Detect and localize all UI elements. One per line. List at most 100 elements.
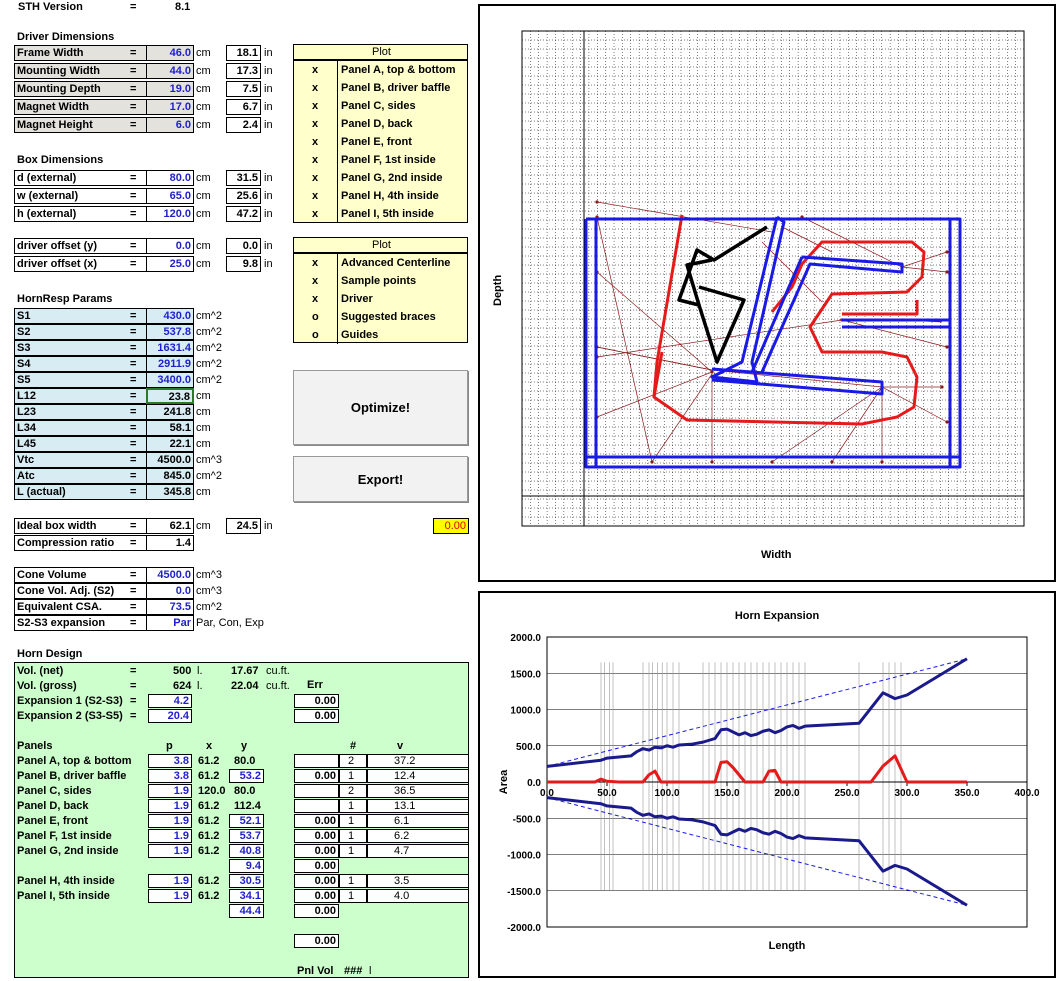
plot-option-mark[interactable]: o — [312, 329, 319, 341]
hornresp-row-value[interactable]: 4500.0 — [146, 452, 194, 468]
plot-option-mark[interactable]: x — [312, 172, 319, 184]
plot-option-mark[interactable]: x — [312, 154, 319, 166]
driver-row-value[interactable]: 19.0 — [146, 81, 194, 97]
panel-y[interactable]: 30.5 — [229, 874, 264, 888]
export-button[interactable]: Export! — [293, 456, 468, 502]
hornresp-row-value[interactable]: 430.0 — [146, 308, 194, 324]
panel-err: 0.00 — [294, 814, 339, 828]
offset-row-eq: = — [130, 240, 137, 252]
panel-p[interactable]: 1.9 — [148, 874, 192, 888]
plot-option-mark[interactable]: x — [312, 275, 319, 287]
panel-p[interactable]: 1.9 — [148, 844, 192, 858]
plot-option-mark[interactable]: x — [312, 190, 319, 202]
offset-row-value[interactable]: 25.0 — [146, 256, 194, 272]
plot-option-mark[interactable]: x — [312, 82, 319, 94]
hornresp-row-value[interactable]: 22.1 — [146, 436, 194, 452]
cone-row-value[interactable]: Par — [146, 615, 194, 631]
extra2-y[interactable]: 44.4 — [229, 904, 264, 918]
panel-p[interactable]: 1.9 — [148, 799, 192, 813]
hornresp-row-value[interactable]: 58.1 — [146, 420, 194, 436]
panel-p[interactable]: 1.9 — [148, 784, 192, 798]
sample-point — [830, 460, 834, 464]
sample-line — [596, 201, 773, 233]
exp2-value[interactable]: 20.4 — [148, 709, 192, 723]
panel-p[interactable]: 3.8 — [148, 754, 192, 768]
plot-option-mark[interactable]: x — [312, 118, 319, 130]
panel-p[interactable]: 1.9 — [148, 889, 192, 903]
box-row-value[interactable]: 120.0 — [146, 206, 194, 222]
hornresp-row-eq: = — [130, 390, 137, 402]
hornresp-row-eq: = — [130, 470, 137, 482]
panel-y[interactable]: 34.1 — [229, 889, 264, 903]
hornresp-row-unit: cm — [196, 438, 211, 450]
extra-err: 0.00 — [294, 859, 339, 873]
cone-row-value[interactable]: 73.5 — [146, 599, 194, 615]
y-tick-label: -2000.0 — [507, 923, 541, 934]
exp2-err: 0.00 — [294, 709, 339, 723]
panel-p[interactable]: 1.9 — [148, 829, 192, 843]
plot-option-row[interactable]: x Panel G, 2nd inside — [294, 169, 467, 187]
hornresp-row-value[interactable]: 1631.4 — [146, 340, 194, 356]
driver-row-value[interactable]: 17.0 — [146, 99, 194, 115]
box-row-unit: cm — [196, 208, 211, 220]
hornresp-row-value[interactable]: 537.8 — [146, 324, 194, 340]
plot-option-mark[interactable]: x — [312, 293, 319, 305]
panel-label: Panel H, 4th inside — [17, 875, 115, 887]
driver-row-value[interactable]: 6.0 — [146, 117, 194, 133]
series-line-mirror — [546, 796, 968, 907]
plot-option-mark[interactable]: o — [312, 311, 319, 323]
driver-row-value[interactable]: 46.0 — [146, 45, 194, 61]
panel-p[interactable]: 1.9 — [148, 814, 192, 828]
hornresp-row-value[interactable]: 241.8 — [146, 404, 194, 420]
box-row-eq: = — [130, 208, 137, 220]
panel-y[interactable]: 52.1 — [229, 814, 264, 828]
panel-label: Panel I, 5th inside — [17, 890, 110, 902]
panel-y[interactable]: 53.2 — [229, 769, 264, 783]
plot-option-mark[interactable]: x — [312, 257, 319, 269]
hornresp-row-value[interactable]: 3400.0 — [146, 372, 194, 388]
plot-option-mark[interactable]: x — [312, 64, 319, 76]
plot-option-mark[interactable]: x — [312, 208, 319, 220]
horn-expansion-plot: Horn Expansion2000.01500.01000.0500.00.0… — [498, 610, 1040, 952]
extra-y[interactable]: 9.4 — [229, 859, 264, 873]
hornresp-row-value[interactable]: 23.8 — [146, 388, 194, 404]
plot-option-label: Panel G, 2nd inside — [341, 172, 443, 184]
plot-option-mark[interactable]: x — [312, 100, 319, 112]
plot-option-mark[interactable]: x — [312, 136, 319, 148]
driver-row-value[interactable]: 44.0 — [146, 63, 194, 79]
optimize-button[interactable]: Optimize! — [293, 370, 468, 445]
panel-y[interactable]: 40.8 — [229, 844, 264, 858]
offset-row-value[interactable]: 0.0 — [146, 238, 194, 254]
cone-row-value[interactable]: 4500.0 — [146, 567, 194, 583]
hornresp-row-label: Atc — [14, 468, 194, 484]
panel-y[interactable]: 53.7 — [229, 829, 264, 843]
hornresp-row-value[interactable]: 845.0 — [146, 468, 194, 484]
exp1-value[interactable]: 4.2 — [148, 694, 192, 708]
cone-row-value[interactable]: 0.0 — [146, 583, 194, 599]
box-row-unit: cm — [196, 190, 211, 202]
plot-option-divider — [337, 169, 338, 187]
panel-p[interactable]: 3.8 — [148, 769, 192, 783]
box-row-value[interactable]: 65.0 — [146, 188, 194, 204]
hornresp-row-value[interactable]: 2911.9 — [146, 356, 194, 372]
ideal-line-lower — [546, 797, 968, 906]
box-row-value[interactable]: 80.0 — [146, 170, 194, 186]
hornresp-row-value[interactable]: 345.8 — [146, 484, 194, 500]
plot-option-divider — [337, 61, 338, 79]
x-tick-label: 0.0 — [540, 788, 554, 799]
